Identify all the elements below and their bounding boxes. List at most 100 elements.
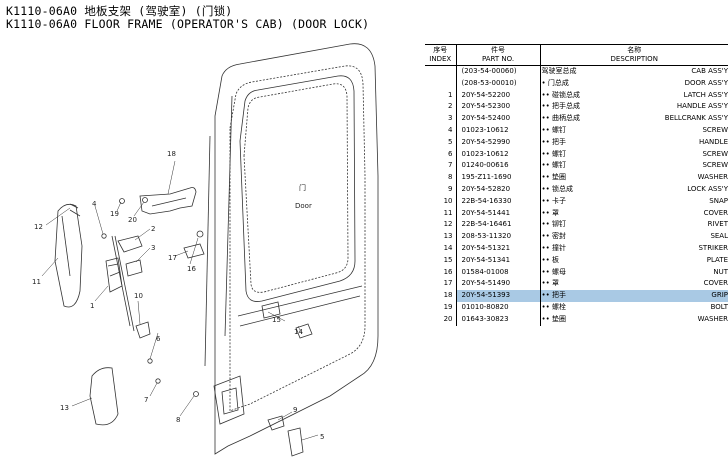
row-part-no: 01643-30823: [456, 313, 541, 326]
row-index: 6: [425, 148, 457, 161]
row-description-en: STRIKER: [698, 243, 728, 252]
row-description-cn: •• 把手总成: [541, 102, 580, 111]
row-description-cn: •• 螺栓: [541, 302, 566, 311]
row-description-cn: •• 螺钉: [541, 149, 566, 158]
row-part-no: 01023-10612: [456, 124, 541, 137]
row-part-no: 20Y-54-51393: [456, 290, 541, 302]
callout-4: 4: [92, 200, 97, 208]
row-index: 20: [425, 313, 457, 326]
callout-13: 13: [60, 404, 69, 412]
callout-2: 2: [151, 225, 155, 233]
door-window: [239, 75, 356, 302]
part-3-bellcrank: [125, 259, 143, 277]
row-part-no: 01010-80820: [456, 301, 541, 314]
row-description-en: SNAP: [709, 196, 728, 205]
callout-16: 16: [187, 265, 196, 273]
header-index: 序号 INDEX: [425, 44, 457, 66]
row-index: 16: [425, 266, 457, 279]
row-description-cn: •• 撞针: [541, 243, 566, 252]
row-description-en: COVER: [703, 279, 728, 288]
part-9-lock: [267, 415, 285, 431]
callout-20: 20: [128, 216, 137, 224]
row-part-no: 20Y-54-51441: [456, 207, 541, 220]
row-description-en: GRIP: [711, 291, 728, 300]
callout-5: 5: [320, 433, 324, 441]
row-index: 12: [425, 219, 457, 232]
row-part-no: 20Y-54-52400: [456, 113, 541, 125]
row-description-cn: •• 把手: [541, 291, 566, 300]
row-description-cn: 驾驶室总成: [541, 67, 577, 75]
row-description-cn: • 门总成: [541, 78, 569, 87]
row-description-cn: •• 铆钉: [541, 220, 566, 229]
row-index: 7: [425, 160, 457, 173]
page-title-cn: K1110-06A0 地板支架 (驾驶室) (门锁): [6, 4, 233, 18]
row-index: 18: [425, 290, 457, 302]
part-16-nut: [196, 230, 204, 238]
row-part-no: 01023-10612: [456, 148, 541, 161]
row-part-no: 20Y-54-51490: [456, 278, 541, 291]
callout-10: 10: [134, 292, 143, 300]
parts-table-header: 序号 INDEX 件号 PART NO. 名称 DESCRIPTION: [425, 44, 728, 66]
callout-12: 12: [34, 223, 43, 231]
row-part-no: 01240-00616: [456, 160, 541, 173]
part-17-cover: [183, 243, 205, 259]
part-7-screw: [155, 378, 161, 384]
callout-14: 14: [294, 328, 303, 336]
row-description-en: COVER: [703, 208, 728, 217]
part-20-washer: [142, 197, 148, 203]
callout-6: 6: [156, 335, 161, 343]
row-part-no: 20Y-54-52200: [456, 89, 541, 102]
door-frame-inner: [229, 65, 366, 412]
callout-3: 3: [151, 244, 155, 252]
part-4-screw: [101, 233, 107, 239]
row-description-cn: •• 垫圈: [541, 173, 566, 182]
part-19-bolt: [119, 198, 125, 204]
row-index: 10: [425, 195, 457, 208]
row-index: 3: [425, 113, 457, 125]
row-index: 4: [425, 124, 457, 137]
row-index: 1: [425, 89, 457, 102]
parts-table: 序号 INDEX 件号 PART NO. 名称 DESCRIPTION (203…: [425, 44, 728, 326]
part-12-rivet: [69, 203, 81, 217]
row-description-en: LOCK ASS'Y: [687, 184, 728, 193]
row-part-no: 22B-54-16461: [456, 219, 541, 232]
row-index: 15: [425, 254, 457, 267]
row-description-en: SCREW: [702, 149, 728, 158]
part-14-striker: [295, 323, 313, 339]
door-label-cn: 门: [299, 183, 306, 192]
row-description-cn: •• 螺钉: [541, 125, 566, 134]
part-13-seal: [89, 367, 119, 426]
